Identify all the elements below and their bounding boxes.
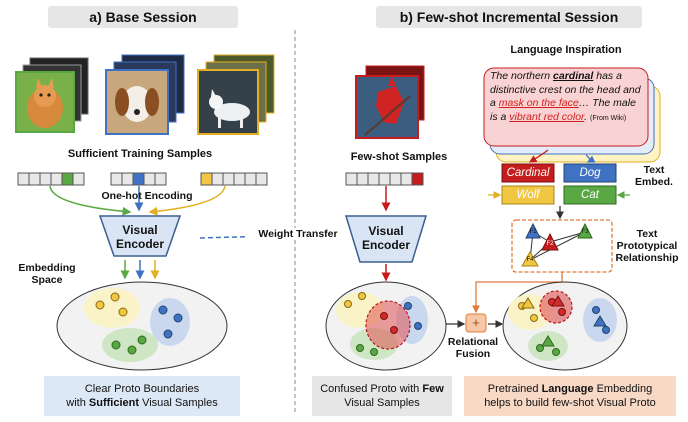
- text-embed-cat: Cat: [581, 189, 599, 201]
- left-visual-encoder-shape: [98, 215, 182, 257]
- base-embedding-space: [56, 281, 228, 371]
- proto-label-f2: F2: [546, 241, 554, 247]
- wolf-image-stack: [197, 54, 275, 135]
- sufficient-samples-caption: Sufficient Training Samples: [67, 148, 213, 160]
- proto-label-f1: F1: [529, 229, 537, 235]
- right-visual-encoder-label: Visual Encoder: [361, 224, 410, 253]
- text-embed-dog: Dog: [579, 167, 601, 179]
- base-session-header: a) Base Session: [48, 6, 238, 28]
- text-embed-cardinal: Cardinal: [506, 167, 550, 179]
- base-session-title: a) Base Session: [89, 9, 197, 25]
- right-visual-encoder-shape: [344, 215, 428, 263]
- dog-image-stack: [105, 54, 185, 135]
- cat-to-encoder-arrow: [49, 185, 132, 216]
- language-quote-card: [483, 67, 649, 147]
- cardinal-image-stack: [355, 65, 425, 139]
- relational-fusion-node: [465, 313, 487, 333]
- confused-embedding-space: [325, 281, 447, 371]
- cat-image-stack: [15, 57, 89, 133]
- fused-embedding-space: [502, 281, 628, 371]
- text-embed-wolf: Wolf: [516, 189, 540, 201]
- proto-label-f4: F4: [526, 257, 534, 263]
- left-visual-encoder-label: Visual Encoder: [115, 223, 164, 252]
- onehot-bar-wolf: [200, 172, 268, 186]
- fewshot-session-title: b) Few-shot Incremental Session: [399, 9, 619, 25]
- relational-fusion-label: Relational Fusion: [447, 336, 499, 361]
- proto-label-f3: F3: [581, 229, 589, 235]
- fewshot-session-header: b) Few-shot Incremental Session: [376, 6, 642, 28]
- weight-transfer-label: Weight Transfer: [248, 228, 348, 241]
- onehot-encoding-label: One-hot Encoding: [101, 190, 193, 202]
- text-proto-label: Text Prototypical Relationship: [615, 228, 679, 265]
- caption-clear-proto: Clear Proto Boundaries with Sufficient V…: [44, 376, 240, 416]
- fewshot-samples-caption: Few-shot Samples: [350, 151, 448, 163]
- embedding-space-label: Embedding Space: [18, 262, 76, 287]
- onehot-bar-cardinal: [345, 172, 424, 186]
- wolf-to-encoder-arrow: [148, 185, 226, 216]
- text-embed-label: Text Embed.: [635, 164, 673, 189]
- language-inspiration-title: Language Inspiration: [510, 44, 622, 56]
- onehot-bar-cat: [17, 172, 85, 186]
- caption-language-embedding: Pretrained Language Embedding helps to b…: [464, 376, 676, 416]
- language-quote-text: The northern cardinal has a distinctive …: [490, 70, 641, 123]
- svg-text:+: +: [472, 315, 480, 330]
- caption-confused-proto: Confused Proto with Few Visual Samples: [312, 376, 452, 416]
- onehot-bar-dog: [110, 172, 167, 186]
